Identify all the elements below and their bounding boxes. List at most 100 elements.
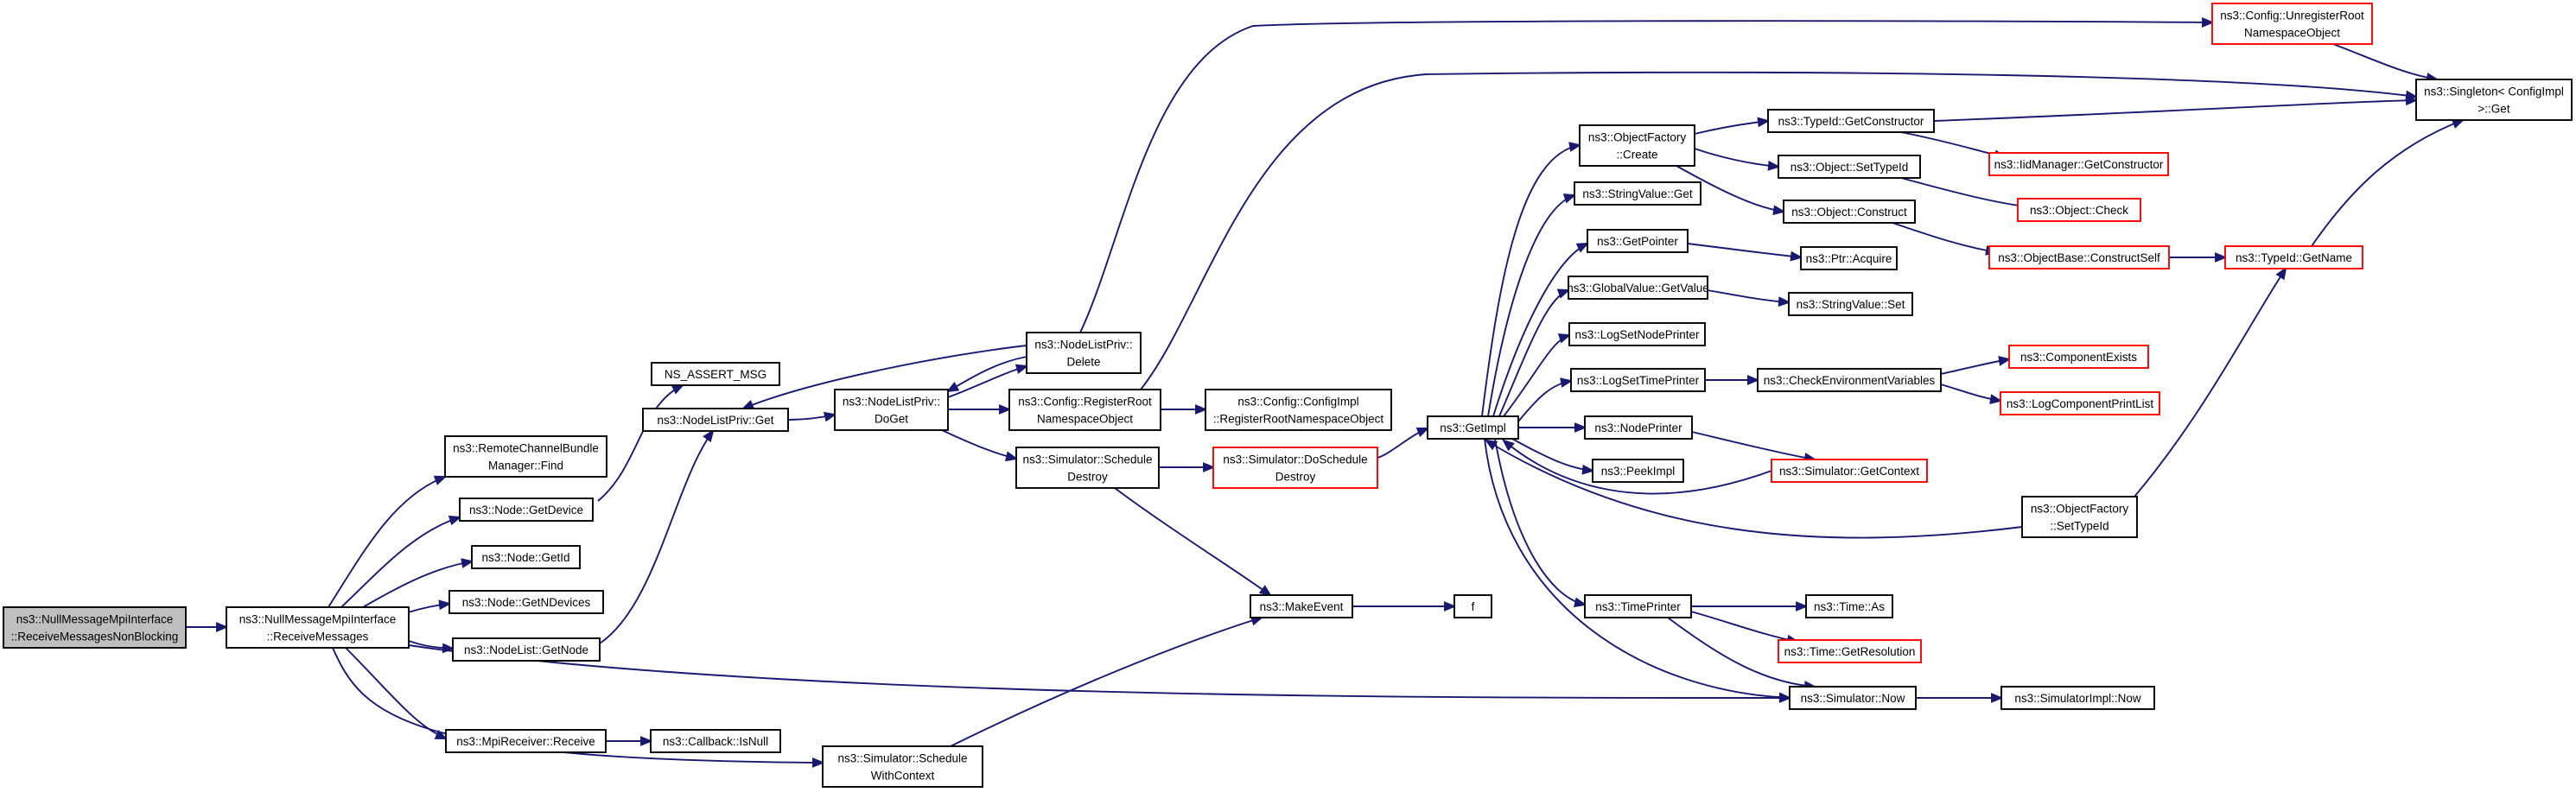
node-timeas[interactable]: ns3::Time::As bbox=[1805, 594, 1893, 618]
edge-schdes-to-doschdes bbox=[1158, 462, 1216, 472]
node-label: ns3::NullMessageMpiInterface bbox=[16, 613, 174, 626]
node-f[interactable]: f bbox=[1453, 594, 1492, 618]
node-compexists[interactable]: ns3::ComponentExists bbox=[2008, 345, 2149, 369]
node-nlpdel[interactable]: ns3::NodeListPriv::Delete bbox=[1026, 332, 1142, 374]
edge-line bbox=[332, 647, 824, 764]
edge-line bbox=[1892, 222, 1997, 253]
node-label: ns3::Ptr::Acquire bbox=[1806, 252, 1892, 265]
node-label: ns3::LogSetTimePrinter bbox=[1577, 374, 1700, 387]
node-getid[interactable]: ns3::Node::GetId bbox=[471, 545, 581, 569]
node-iidctor[interactable]: ns3::IidManager::GetConstructor bbox=[1988, 152, 2169, 176]
node-checkenv[interactable]: ns3::CheckEnvironmentVariables bbox=[1757, 368, 1942, 392]
node-label: ns3::GetImpl bbox=[1440, 422, 1506, 434]
edge-arrowhead bbox=[1195, 404, 1208, 415]
node-tidname[interactable]: ns3::TypeId::GetName bbox=[2224, 245, 2363, 269]
edge-checkenv-to-compexists bbox=[1940, 356, 2012, 375]
node-getdev[interactable]: ns3::Node::GetDevice bbox=[459, 498, 594, 522]
node-nodeprinter[interactable]: ns3::NodePrinter bbox=[1584, 415, 1693, 440]
node-box bbox=[444, 435, 607, 478]
node-timegetres[interactable]: ns3::Time::GetResolution bbox=[1778, 639, 1922, 663]
node-objconstruct[interactable]: ns3::Object::Construct bbox=[1783, 200, 1916, 224]
node-label: Destroy bbox=[1067, 471, 1108, 484]
node-label: ns3::Time::As bbox=[1814, 600, 1885, 613]
node-gvget[interactable]: ns3::GlobalValue::GetValue bbox=[1567, 276, 1709, 300]
edge-ofcreate-to-objconstruct bbox=[1676, 165, 1786, 216]
edge-arrowhead bbox=[671, 383, 685, 395]
node-label: ns3::SimulatorImpl::Now bbox=[2014, 692, 2141, 705]
node-strget[interactable]: ns3::StringValue::Get bbox=[1574, 181, 1701, 206]
node-simnow[interactable]: ns3::Simulator::Now bbox=[1789, 686, 1917, 710]
edge-arrowhead bbox=[1778, 296, 1791, 307]
edge-arrowhead bbox=[433, 475, 448, 485]
node-label: NamespaceObject bbox=[1037, 413, 1133, 426]
node-label: ns3::ComponentExists bbox=[2020, 351, 2137, 364]
edge-line bbox=[1492, 243, 1588, 417]
node-getimpl[interactable]: ns3::GetImpl bbox=[1427, 415, 1519, 440]
node-getndev[interactable]: ns3::Node::GetNDevices bbox=[448, 590, 604, 614]
node-box bbox=[822, 745, 983, 788]
node-ofcreate[interactable]: ns3::ObjectFactory::Create bbox=[1579, 124, 1695, 167]
node-label: ns3::ObjectFactory bbox=[2031, 503, 2129, 516]
node-label: ns3::ObjectBase::ConstructSelf bbox=[1998, 251, 2160, 264]
node-box bbox=[471, 545, 581, 569]
node-cbnull[interactable]: ns3::Callback::IsNull bbox=[650, 729, 781, 753]
node-makeevt[interactable]: ns3::MakeEvent bbox=[1250, 594, 1353, 618]
edge-arrowhead bbox=[1502, 439, 1515, 452]
node-nlpget[interactable]: ns3::NodeListPriv::Get bbox=[642, 408, 789, 432]
edge-ofsettid-to-getimpl bbox=[1484, 439, 2023, 539]
node-label: ns3::IidManager::GetConstructor bbox=[1994, 158, 2164, 171]
node-getptr[interactable]: ns3::GetPointer bbox=[1587, 229, 1689, 253]
node-regroot[interactable]: ns3::Config::RegisterRootNamespaceObject bbox=[1008, 389, 1161, 431]
edge-line bbox=[947, 356, 1027, 392]
node-box bbox=[1008, 389, 1161, 431]
node-peekimpl[interactable]: ns3::PeekImpl bbox=[1592, 459, 1684, 483]
node-ofsettid[interactable]: ns3::ObjectFactory::SetTypeId bbox=[2021, 496, 2138, 538]
node-label: ns3::MpiReceiver::Receive bbox=[456, 735, 595, 748]
edge-arrowhead bbox=[1574, 422, 1587, 433]
node-objcheck[interactable]: ns3::Object::Check bbox=[2017, 198, 2141, 222]
node-singleton[interactable]: ns3::Singleton< ConfigImpl >::Get bbox=[2415, 79, 2573, 121]
node-tidctor[interactable]: ns3::TypeId::GetConstructor bbox=[1767, 109, 1935, 133]
node-box bbox=[3, 606, 187, 649]
node-box bbox=[1205, 389, 1392, 431]
node-simimplnow[interactable]: ns3::SimulatorImpl::Now bbox=[2000, 686, 2155, 710]
node-logstp[interactable]: ns3::LogSetTimePrinter bbox=[1570, 368, 1706, 392]
edge-line bbox=[2134, 268, 2287, 498]
node-label: ns3::CheckEnvironmentVariables bbox=[1764, 374, 1936, 387]
node-root[interactable]: ns3::NullMessageMpiInterface::ReceiveMes… bbox=[3, 606, 187, 649]
node-assert[interactable]: NS_ASSERT_MSG bbox=[651, 362, 780, 386]
node-label: ns3::NullMessageMpiInterface bbox=[239, 613, 397, 626]
node-timeprinter[interactable]: ns3::TimePrinter bbox=[1584, 594, 1692, 618]
edge-ofcreate-to-tidctor bbox=[1694, 117, 1771, 135]
node-unreg[interactable]: ns3::Config::UnregisterRootNamespaceObje… bbox=[2211, 3, 2373, 45]
edge-line bbox=[941, 429, 1017, 460]
node-label: ns3::Simulator::Schedule bbox=[837, 752, 967, 765]
node-ptracq[interactable]: ns3::Ptr::Acquire bbox=[1800, 246, 1898, 270]
node-label: ns3::Node::GetId bbox=[481, 551, 569, 564]
node-nlgetnode[interactable]: ns3::NodeList::GetNode bbox=[452, 637, 601, 662]
edge-arrowhead bbox=[1747, 375, 1760, 385]
node-box bbox=[1988, 245, 2170, 269]
node-construct[interactable]: ns3::ObjectBase::ConstructSelf bbox=[1988, 245, 2170, 269]
node-box bbox=[1584, 594, 1692, 618]
node-box bbox=[226, 606, 410, 649]
edge-line bbox=[1933, 99, 2417, 122]
node-strset[interactable]: ns3::StringValue::Set bbox=[1788, 292, 1913, 316]
node-label: ns3::TypeId::GetName bbox=[2236, 251, 2352, 264]
node-objsettid[interactable]: ns3::Object::SetTypeId bbox=[1778, 155, 1921, 179]
edge-line bbox=[1485, 440, 2023, 539]
edge-line bbox=[1694, 120, 1769, 135]
node-logcpl[interactable]: ns3::LogComponentPrintList bbox=[2000, 391, 2160, 415]
node-nlpdoget[interactable]: ns3::NodeListPriv::DoGet bbox=[834, 389, 949, 431]
node-simgetctx[interactable]: ns3::Simulator::GetContext bbox=[1771, 459, 1928, 483]
node-logsnp[interactable]: ns3::LogSetNodePrinter bbox=[1568, 322, 1706, 346]
node-recv[interactable]: ns3::NullMessageMpiInterface::ReceiveMes… bbox=[226, 606, 410, 649]
node-mpirecv[interactable]: ns3::MpiReceiver::Receive bbox=[445, 729, 607, 753]
edge-nodeprinter-to-simgetctx bbox=[1691, 431, 1817, 463]
node-cfgreg[interactable]: ns3::Config::ConfigImpl::RegisterRootNam… bbox=[1205, 389, 1392, 431]
edge-getimpl-to-strget bbox=[1487, 193, 1577, 417]
